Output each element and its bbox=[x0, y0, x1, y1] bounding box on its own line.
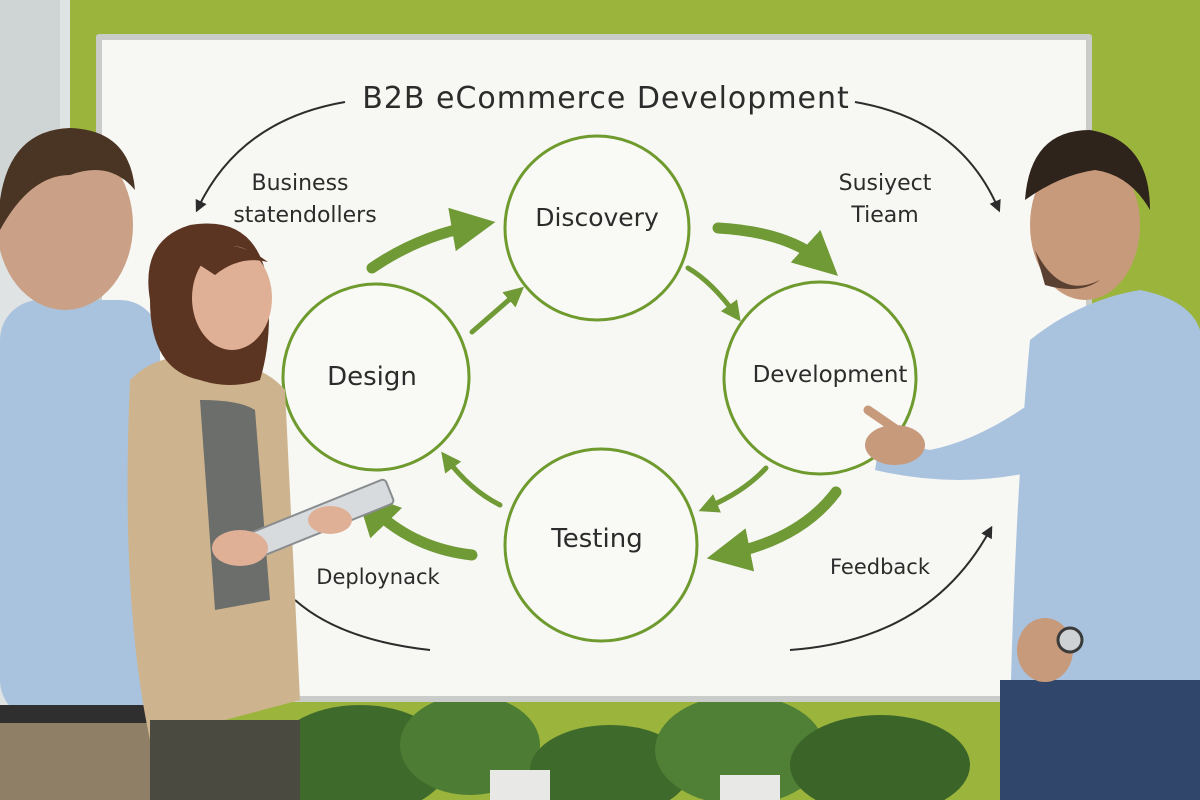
wristwatch bbox=[1056, 626, 1084, 654]
cycle-arrows bbox=[355, 207, 842, 572]
stage-design: Design bbox=[281, 282, 471, 472]
board-title: B2B eCommerce Development bbox=[362, 81, 850, 116]
feedback-arrow bbox=[789, 525, 993, 651]
stage-testing: Testing bbox=[503, 447, 699, 643]
stage-discovery: Discovery bbox=[503, 134, 691, 322]
plants bbox=[270, 695, 970, 800]
stage-discovery-label: Discovery bbox=[535, 203, 659, 232]
person-middle bbox=[127, 223, 395, 800]
bottom-left-curve bbox=[294, 599, 431, 651]
person-right bbox=[863, 130, 1200, 800]
note-top-left-line1: Business bbox=[251, 171, 348, 196]
note-top-right-line2: Tieam bbox=[850, 203, 918, 228]
title-arrow-right bbox=[854, 101, 1001, 213]
note-top-right-line1: Susiyect bbox=[839, 171, 932, 196]
note-bottom-right: Feedback bbox=[830, 555, 931, 579]
title-arrow-left bbox=[195, 101, 346, 213]
stage-development-label: Development bbox=[753, 362, 908, 388]
stage-development: Development bbox=[722, 280, 918, 476]
note-top-left-line2: statendollers bbox=[233, 203, 376, 228]
stage-design-label: Design bbox=[327, 362, 417, 392]
stage-testing-label: Testing bbox=[550, 524, 642, 554]
note-bottom-left: Deploynack bbox=[316, 565, 440, 589]
